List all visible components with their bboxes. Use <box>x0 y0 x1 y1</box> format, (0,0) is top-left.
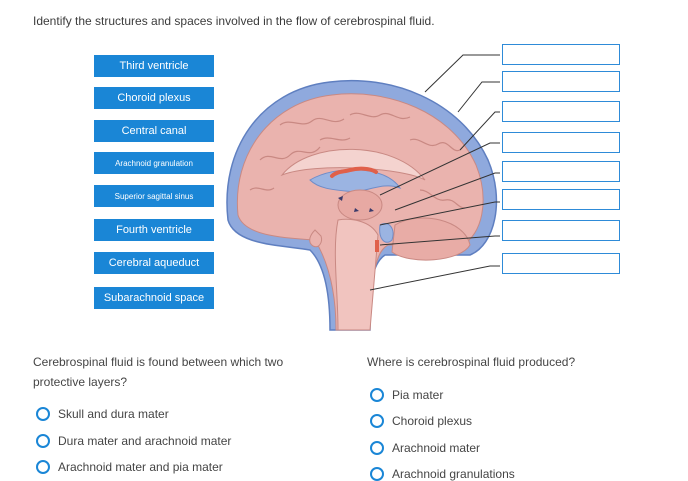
drop-target-3[interactable] <box>502 101 620 122</box>
q2-option-1-label: Pia mater <box>392 388 444 402</box>
drag-label-fourth-ventricle[interactable]: Fourth ventricle <box>94 219 214 241</box>
drop-target-6[interactable] <box>502 189 620 210</box>
question-2-text: Where is cerebrospinal fluid produced? <box>367 355 576 369</box>
drag-label-cerebral-aqueduct[interactable]: Cerebral aqueduct <box>94 252 214 274</box>
q1-option-2[interactable]: Dura mater and arachnoid mater <box>36 434 231 448</box>
drop-target-5[interactable] <box>502 161 620 182</box>
drop-target-2[interactable] <box>502 71 620 92</box>
choroid-plexus-shape <box>330 166 378 178</box>
radio-unselected-icon[interactable] <box>370 441 384 455</box>
corpus-callosum <box>280 148 426 181</box>
drop-target-8[interactable] <box>502 253 620 274</box>
brain-sagittal-diagram <box>226 54 500 331</box>
radio-unselected-icon[interactable] <box>370 388 384 402</box>
q2-option-4[interactable]: Arachnoid granulations <box>370 467 515 481</box>
drag-label-central-canal[interactable]: Central canal <box>94 120 214 142</box>
q2-option-4-label: Arachnoid granulations <box>392 467 515 481</box>
q1-option-1[interactable]: Skull and dura mater <box>36 407 169 421</box>
thalamus <box>337 189 383 221</box>
red-marker <box>375 240 379 252</box>
q1-option-3[interactable]: Arachnoid mater and pia mater <box>36 460 223 474</box>
pituitary <box>309 229 322 248</box>
q2-option-2[interactable]: Choroid plexus <box>370 414 472 428</box>
drag-label-superior-sagittal-sinus[interactable]: Superior sagittal sinus <box>94 185 214 207</box>
drop-target-1[interactable] <box>502 44 620 65</box>
radio-unselected-icon[interactable] <box>36 460 50 474</box>
drop-target-7[interactable] <box>502 220 620 241</box>
q2-option-2-label: Choroid plexus <box>392 414 473 428</box>
fourth-ventricle-shape <box>379 223 394 243</box>
radio-unselected-icon[interactable] <box>36 434 50 448</box>
q1-option-1-label: Skull and dura mater <box>58 407 169 421</box>
q2-option-3-label: Arachnoid mater <box>392 441 481 455</box>
drag-label-third-ventricle[interactable]: Third ventricle <box>94 55 214 77</box>
flow-arrows <box>338 196 374 212</box>
cerebellum <box>391 217 471 261</box>
radio-unselected-icon[interactable] <box>370 467 384 481</box>
radio-unselected-icon[interactable] <box>370 414 384 428</box>
drag-label-arachnoid-granulation[interactable]: Arachnoid granulation <box>94 152 214 174</box>
leader-lines <box>369 54 500 291</box>
q2-option-3[interactable]: Arachnoid mater <box>370 441 480 455</box>
instruction-text: Identify the structures and spaces invol… <box>33 14 435 28</box>
q1-option-2-label: Dura mater and arachnoid mater <box>58 434 232 448</box>
radio-unselected-icon[interactable] <box>36 407 50 421</box>
q2-option-1[interactable]: Pia mater <box>370 388 443 402</box>
drop-target-4[interactable] <box>502 132 620 153</box>
brainstem <box>334 218 379 331</box>
drag-label-choroid-plexus[interactable]: Choroid plexus <box>94 87 214 109</box>
drag-label-subarachnoid-space[interactable]: Subarachnoid space <box>94 287 214 309</box>
question-1-text: Cerebrospinal fluid is found between whi… <box>33 355 284 389</box>
q1-option-3-label: Arachnoid mater and pia mater <box>58 460 223 474</box>
